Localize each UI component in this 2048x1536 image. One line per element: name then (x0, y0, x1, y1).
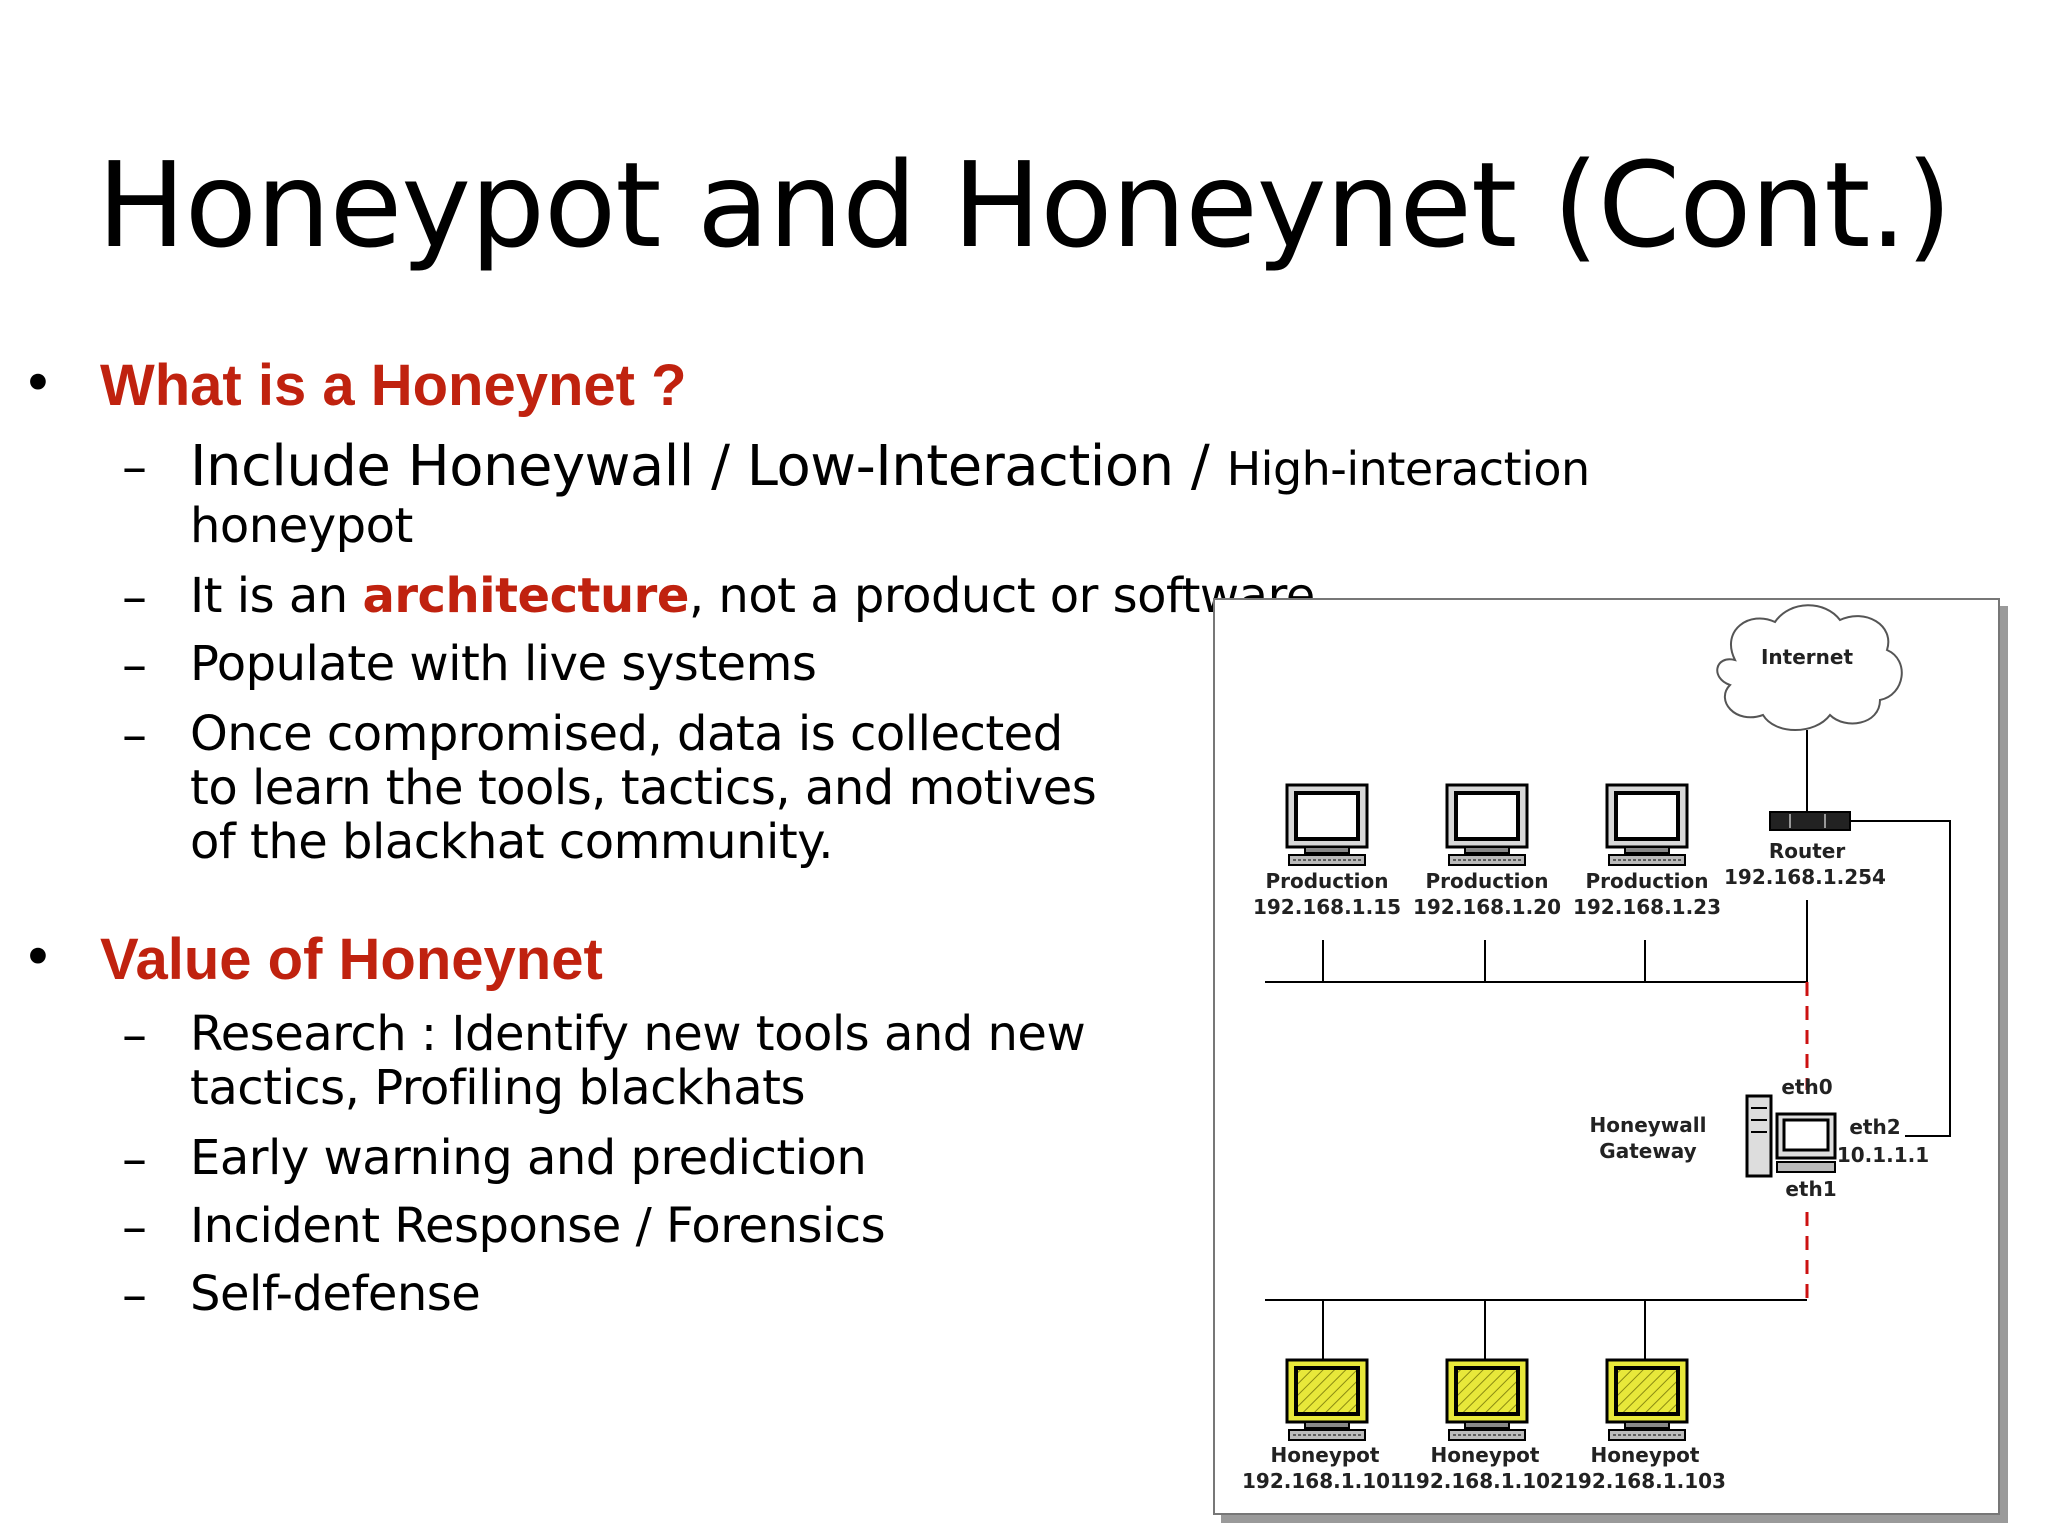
honeywall-name2: Gateway (1599, 1139, 1696, 1163)
bullet-glyph: • (22, 352, 54, 415)
honeypot-computer-icon (1605, 1358, 1689, 1442)
honeypot-2-name: Honeypot (1431, 1443, 1540, 1467)
honeywall-eth2: eth2 (1849, 1115, 1900, 1139)
honeypot-computer-icon (1445, 1358, 1529, 1442)
item-incident: Incident Response / Forensics (190, 1198, 886, 1254)
dash-glyph: – (122, 1130, 147, 1188)
honeypot-1-name: Honeypot (1271, 1443, 1380, 1467)
internet-label: Internet (1761, 645, 1853, 669)
honeypot-3-ip: 192.168.1.103 (1564, 1469, 1726, 1493)
production-2-ip: 192.168.1.20 (1413, 895, 1561, 919)
production-computer-icon (1285, 783, 1369, 867)
item-architecture-post: , not a product or software (688, 568, 1315, 624)
item-self-defense: Self-defense (190, 1266, 481, 1322)
internet-cloud-icon (1716, 604, 1903, 731)
honeywall-name1: Honeywall (1589, 1113, 1706, 1137)
honeywall-eth2-ip: 10.1.1.1 (1837, 1143, 1929, 1167)
item-research-line2: tactics, Profiling blackhats (190, 1060, 805, 1116)
production-3-name: Production (1585, 869, 1708, 893)
item-include-small: High-interaction (1226, 442, 1591, 496)
item-research-line1: Research : Identify new tools and new (190, 1006, 1086, 1062)
honeypot-3-name: Honeypot (1591, 1443, 1700, 1467)
item-populate: Populate with live systems (190, 636, 817, 692)
production-1-name: Production (1265, 869, 1388, 893)
production-1-ip: 192.168.1.15 (1253, 895, 1401, 919)
router-icon (1769, 811, 1851, 831)
honeywall-server-icon (1745, 1094, 1837, 1178)
production-3-ip: 192.168.1.23 (1573, 895, 1721, 919)
dash-glyph: – (122, 568, 147, 626)
dash-glyph: – (122, 1198, 147, 1256)
item-compromised-line1: Once compromised, data is collected (190, 706, 1063, 762)
item-architecture-pre: It is an (190, 568, 363, 624)
dash-glyph: – (122, 636, 147, 694)
item-architecture: It is an architecture, not a product or … (190, 568, 1315, 624)
item-include-text: Include Honeywall / Low-Interaction / (190, 434, 1227, 499)
production-computer-icon (1445, 783, 1529, 867)
item-compromised-line2: to learn the tools, tactics, and motives (190, 760, 1097, 816)
dash-glyph: – (122, 1006, 147, 1064)
section-heading-what: What is a Honeynet ? (100, 353, 687, 418)
item-architecture-highlight: architecture (362, 568, 689, 624)
router-ip: 192.168.1.254 (1724, 865, 1886, 889)
honeypot-computer-icon (1285, 1358, 1369, 1442)
production-2-name: Production (1425, 869, 1548, 893)
dash-glyph: – (122, 438, 147, 496)
item-early-warning: Early warning and prediction (190, 1130, 867, 1186)
section-heading-value: Value of Honeynet (100, 927, 603, 992)
honeynet-diagram: Internet Router 192.168.1.254 Production… (1213, 598, 2000, 1515)
network-svg: Internet Router 192.168.1.254 Production… (1242, 604, 1951, 1493)
dash-glyph: – (122, 1266, 147, 1324)
production-computer-icon (1605, 783, 1689, 867)
dash-glyph: – (122, 706, 147, 764)
bullet-glyph: • (22, 926, 54, 989)
slide-title: Honeypot and Honeynet (Cont.) (96, 136, 1952, 274)
honeypot-2-ip: 192.168.1.102 (1402, 1469, 1564, 1493)
router-name: Router (1769, 839, 1846, 863)
honeypot-1-ip: 192.168.1.101 (1242, 1469, 1404, 1493)
item-include-line2: honeypot (190, 498, 413, 554)
item-include: Include Honeywall / Low-Interaction / Hi… (190, 434, 1590, 499)
honeywall-eth0: eth0 (1781, 1075, 1832, 1099)
item-compromised-line3: of the blackhat community. (190, 814, 833, 870)
honeywall-eth1: eth1 (1785, 1177, 1836, 1201)
